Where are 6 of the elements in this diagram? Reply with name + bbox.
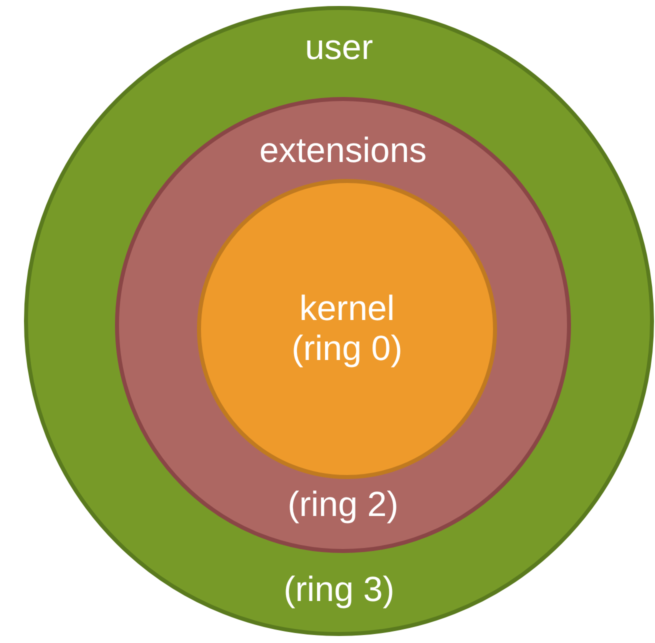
ring-name: kernel: [299, 289, 395, 329]
ring-name: user: [304, 28, 374, 68]
ring-level-label: (ring 3): [284, 570, 394, 610]
ring-level-label: (ring 0): [292, 329, 402, 369]
ring-name: extensions: [259, 131, 427, 171]
ring-level-label: (ring 2): [288, 485, 398, 525]
